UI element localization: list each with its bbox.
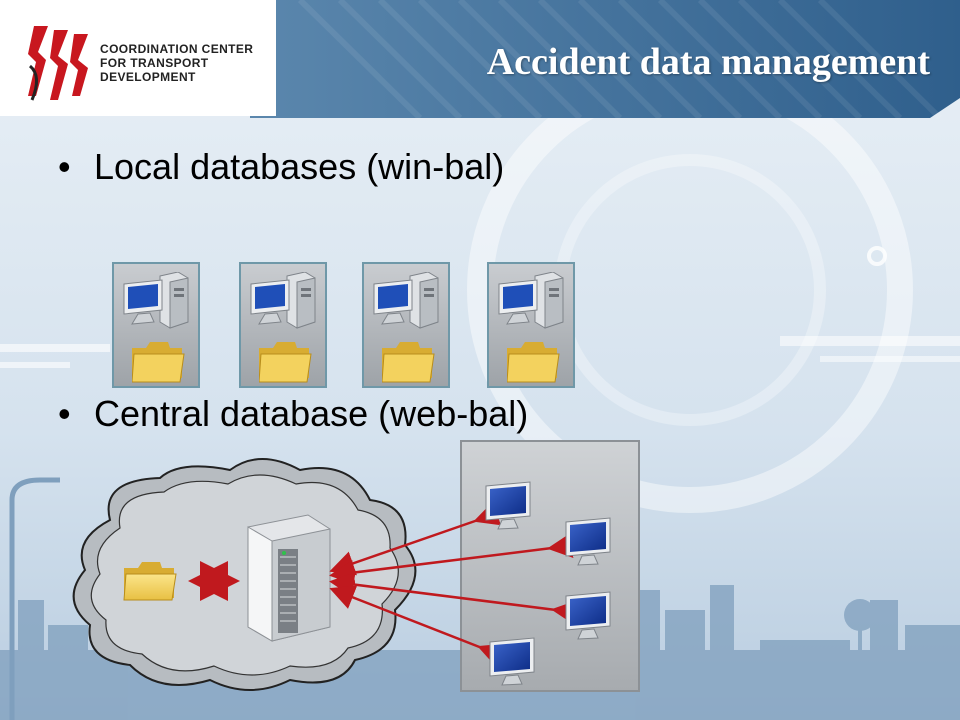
local-workstation-card bbox=[112, 262, 200, 388]
slide-header: COORDINATION CENTER FOR TRANSPORT DEVELO… bbox=[0, 0, 960, 118]
bullet-text: Central database (web-bal) bbox=[94, 393, 529, 434]
bullet-central-database: • Central database (web-bal) bbox=[58, 393, 528, 435]
bullet-dot: • bbox=[58, 146, 71, 187]
logo-line-1: COORDINATION CENTER bbox=[100, 42, 254, 56]
logo: COORDINATION CENTER FOR TRANSPORT DEVELO… bbox=[0, 0, 276, 116]
bullet-local-databases: • Local databases (win-bal) bbox=[58, 146, 504, 188]
logo-line-3: DEVELOPMENT bbox=[100, 70, 196, 84]
local-workstation-card bbox=[487, 262, 575, 388]
desktop-computer-icon bbox=[373, 272, 439, 329]
desktop-computer-icon bbox=[498, 272, 564, 329]
folder-icon bbox=[259, 342, 312, 383]
bullet-text: Local databases (win-bal) bbox=[94, 146, 505, 187]
bullet-dot: • bbox=[58, 393, 71, 434]
slide-title: Accident data management bbox=[486, 41, 930, 83]
desktop-computer-icon bbox=[123, 272, 189, 329]
folder-icon bbox=[132, 342, 185, 383]
folder-icon bbox=[382, 342, 435, 383]
folder-icon bbox=[507, 342, 560, 383]
client-panel bbox=[460, 440, 640, 692]
logo-text: COORDINATION CENTER FOR TRANSPORT DEVELO… bbox=[100, 42, 253, 84]
local-workstation-card bbox=[362, 262, 450, 388]
desktop-computer-icon bbox=[250, 272, 316, 329]
local-workstation-card bbox=[239, 262, 327, 388]
kkk-logo-mark bbox=[28, 26, 88, 101]
logo-line-2: FOR TRANSPORT bbox=[100, 56, 209, 70]
